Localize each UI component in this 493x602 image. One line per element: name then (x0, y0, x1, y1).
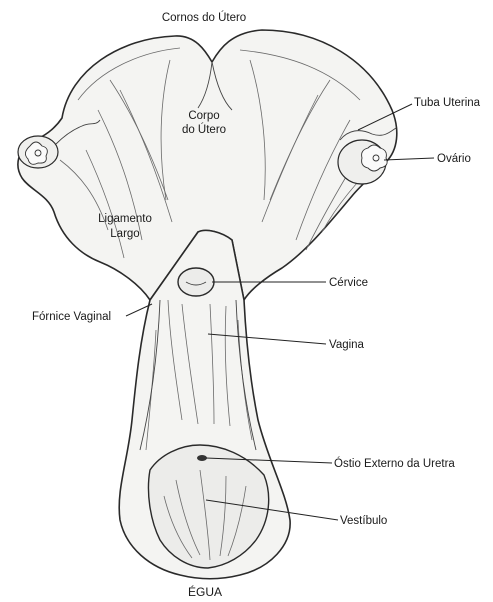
label-vagina: Vagina (329, 339, 365, 351)
label-cornos: Cornos do Útero (162, 11, 246, 24)
label-fornice: Fórnice Vaginal (32, 311, 111, 323)
label-tuba: Tuba Uterina (414, 97, 481, 109)
label-ligamento-2: Largo (110, 228, 139, 240)
label-ovario: Ovário (437, 153, 471, 165)
left-ovary (18, 136, 58, 168)
label-ligamento-1: Ligamento (98, 213, 152, 225)
label-corpo-2: do Útero (182, 123, 226, 136)
label-cervice: Cérvice (329, 277, 368, 289)
label-corpo-1: Corpo (188, 110, 219, 122)
cervix-shape (178, 268, 214, 296)
label-vestibulo: Vestíbulo (340, 515, 387, 527)
right-ovary (338, 140, 387, 184)
figure-caption: ÉGUA (188, 584, 222, 599)
label-ostio: Óstio Externo da Uretra (334, 457, 455, 470)
urethral-orifice (197, 455, 207, 461)
